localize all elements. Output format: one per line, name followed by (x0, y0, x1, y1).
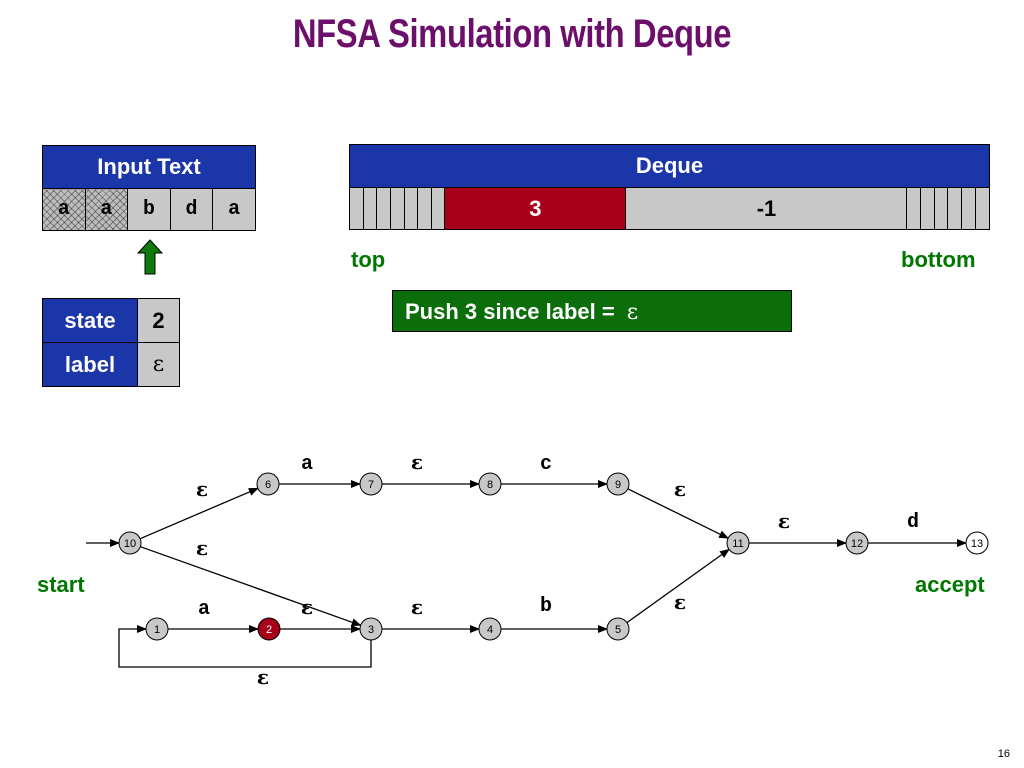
deque-cell-10 (920, 187, 935, 230)
action-message-symbol: ε (626, 300, 639, 325)
slide-title: NFSA Simulation with Deque (292, 12, 732, 56)
status-table: state 2 label ε (42, 298, 180, 387)
input-char-0: a (42, 188, 86, 231)
edge-label-9-11: ε (674, 477, 686, 501)
input-char-1: a (84, 188, 129, 231)
state-node-10 (118, 531, 142, 555)
deque-cell-13 (960, 187, 976, 230)
action-message-text: Push 3 since label = (405, 299, 615, 324)
label-label: label (42, 342, 138, 387)
state-node-label-5: 5 (615, 624, 621, 636)
edge-label-10-6: ε (196, 477, 208, 501)
state-node-11 (726, 531, 750, 555)
edge-label-3-1: ε (257, 665, 269, 689)
state-node-5 (606, 617, 630, 641)
label-value: ε (137, 342, 180, 387)
deque-cell-5 (417, 187, 432, 230)
start-label: start (37, 572, 85, 597)
input-char-3: d (169, 188, 214, 231)
state-node-12 (845, 531, 869, 555)
state-node-label-7: 7 (368, 479, 374, 491)
state-node-label-12: 12 (851, 538, 863, 550)
state-node-8 (478, 472, 502, 496)
deque-cell-0 (349, 187, 364, 230)
edge-label-12-13: d (907, 511, 919, 534)
state-label: state (42, 298, 138, 343)
edge-5-11 (626, 548, 730, 624)
edge-label-3-4: ε (411, 595, 423, 619)
edge-10-3 (140, 546, 362, 627)
input-char-4: a (212, 188, 256, 231)
state-node-2 (257, 617, 281, 641)
state-node-label-2: 2 (266, 624, 272, 636)
edge-label-2-3: ε (301, 595, 313, 619)
deque-cell-3 (389, 187, 405, 230)
edge-label-8-9: c (540, 453, 552, 476)
state-node-6 (256, 472, 280, 496)
edge-label-4-5: b (540, 595, 552, 618)
state-node-label-4: 4 (487, 624, 493, 636)
state-node-13 (965, 531, 989, 555)
accept-label: accept (915, 572, 985, 597)
deque-cell-11 (933, 187, 949, 230)
deque-cell-7: 3 (444, 187, 627, 230)
state-node-label-6: 6 (265, 479, 271, 491)
edge-label-11-12: ε (778, 509, 790, 533)
state-node-label-9: 9 (615, 479, 621, 491)
deque-table: Deque 3-1 (349, 144, 991, 230)
state-node-label-13: 13 (971, 538, 983, 550)
state-node-label-1: 1 (154, 624, 160, 636)
edge-label-5-11: ε (674, 590, 686, 614)
input-text-header: Input Text (42, 145, 256, 189)
edge-10-6 (139, 487, 259, 540)
state-node-4 (478, 617, 502, 641)
edge-9-11 (627, 488, 730, 539)
deque-bottom-label: bottom (901, 247, 976, 272)
action-message: Push 3 since label = ε (392, 290, 792, 332)
state-node-7 (359, 472, 383, 496)
edge-label-1-2: a (198, 598, 210, 621)
state-node-label-11: 11 (732, 538, 743, 550)
edge-3-1 (118, 625, 372, 668)
edge-label-7-8: ε (411, 450, 423, 474)
edge-label-10-3: ε (196, 536, 208, 560)
deque-cell-14 (974, 187, 991, 230)
state-node-9 (606, 472, 630, 496)
deque-cell-6 (430, 187, 446, 230)
state-node-3 (359, 617, 383, 641)
input-pointer-arrow-icon (137, 239, 163, 275)
state-node-1 (145, 617, 169, 641)
slide-number: 16 (997, 748, 1010, 760)
state-node-label-3: 3 (368, 624, 374, 636)
deque-top-label: top (351, 247, 386, 272)
deque-row: 3-1 (349, 187, 991, 230)
edge-label-6-7: a (301, 453, 313, 476)
state-node-label-10: 10 (124, 538, 136, 550)
deque-cell-8: -1 (625, 187, 908, 230)
state-node-label-8: 8 (487, 479, 493, 491)
